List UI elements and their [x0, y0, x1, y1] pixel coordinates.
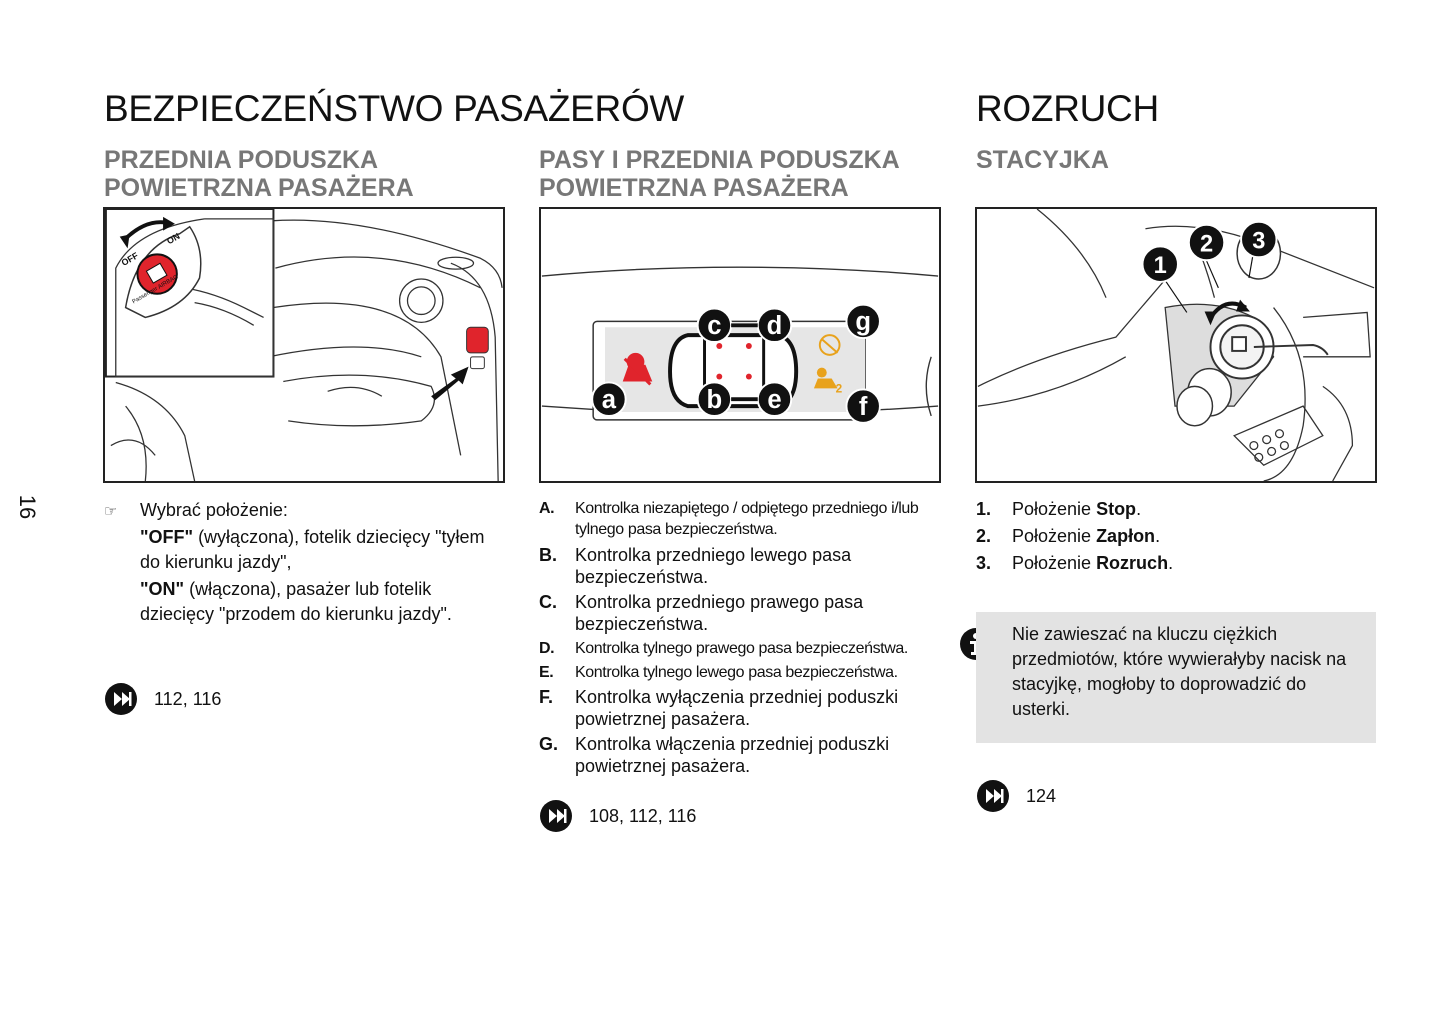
callout-a: a	[602, 386, 617, 414]
steering-column-illustration: 1 2 3	[977, 209, 1375, 481]
callout-b: b	[707, 386, 723, 414]
list-item: A.Kontrolka niezapiętego / odpiętego prz…	[539, 500, 919, 538]
instruction-intro: Wybrać położenie:	[140, 500, 288, 520]
callout-c: c	[707, 312, 721, 340]
dashboard-illustration: OFF ON Passenger AIRBAG	[105, 209, 503, 481]
section-ignition-heading: STACYJKA	[976, 146, 1109, 174]
instruction-off: "OFF" (wyłączona), fotelik dziecięcy "ty…	[140, 527, 485, 572]
section-belts-heading: PASY I PRZEDNIA PODUSZKA POWIETRZNA PASA…	[539, 146, 959, 202]
page-title-safety: BEZPIECZEŃSTWO PASAŻERÓW	[104, 88, 685, 129]
svg-text:2: 2	[836, 381, 843, 395]
section-heading-line: PASY I PRZEDNIA PODUSZKA	[539, 146, 900, 174]
reference-ignition[interactable]: 124	[976, 779, 1056, 813]
callout-1: 1	[1154, 253, 1167, 279]
callout-2: 2	[1200, 231, 1213, 257]
reference-pages: 108, 112, 116	[589, 805, 697, 826]
callout-f: f	[859, 393, 868, 421]
list-item: E.Kontrolka tylnego lewego pasa bezpiecz…	[539, 664, 898, 681]
indicator-legend: A.Kontrolka niezapiętego / odpiętego prz…	[539, 498, 943, 777]
section-heading-line: POWIETRZNA PASAŻERA	[539, 174, 849, 202]
list-item: D.Kontrolka tylnego prawego pasa bezpiec…	[539, 640, 908, 657]
list-item: F.Kontrolka wyłączenia przedniej poduszk…	[539, 687, 899, 729]
list-item: 1.Położenie Stop.	[976, 499, 1142, 519]
indicator-panel-illustration: 2 a b c d e f g	[541, 266, 939, 424]
warning-note: Nie zawieszać na kluczu ciężkich przedmi…	[976, 612, 1376, 743]
reference-airbag[interactable]: 112, 116	[104, 682, 221, 716]
reference-belts[interactable]: 108, 112, 116	[539, 799, 696, 833]
callout-3: 3	[1252, 228, 1265, 254]
forward-reference-icon	[105, 683, 137, 715]
list-item: 2.Położenie Zapłon.	[976, 526, 1161, 546]
list-item: G.Kontrolka włączenia przedniej poduszki…	[539, 734, 890, 776]
figure-passenger-airbag: OFF ON Passenger AIRBAG	[103, 207, 505, 483]
figure-ignition-switch: 1 2 3	[975, 207, 1377, 483]
instruction-on: "ON" (włączona), pasażer lub fotelik dzi…	[140, 579, 452, 624]
callout-e: e	[767, 386, 781, 414]
list-item: C.Kontrolka przedniego prawego pasa bezp…	[539, 592, 864, 634]
list-item: 3.Położenie Rozruch.	[976, 553, 1174, 573]
page-title-starting: ROZRUCH	[976, 88, 1159, 129]
forward-reference-icon	[977, 780, 1009, 812]
callout-d: d	[767, 312, 783, 340]
list-item: B.Kontrolka przedniego lewego pasa bezpi…	[539, 545, 852, 587]
airbag-instructions: ☞ Wybrać położenie: "OFF" (wyłączona), f…	[104, 498, 504, 627]
page-number: 16	[15, 494, 40, 520]
pointing-hand-icon: ☞	[104, 503, 118, 520]
forward-reference-icon	[540, 800, 572, 832]
note-text: Nie zawieszać na kluczu ciężkich przedmi…	[1012, 624, 1347, 719]
reference-pages: 124	[1026, 785, 1057, 806]
callout-g: g	[855, 308, 871, 336]
figure-belt-indicators: 2 a b c d e f g	[539, 207, 941, 483]
ignition-positions: 1.Położenie Stop. 2.Położenie Zapłon. 3.…	[976, 497, 1376, 576]
section-heading-line: POWIETRZNA PASAŻERA	[104, 174, 414, 202]
section-heading-line: PRZEDNIA PODUSZKA	[104, 146, 379, 174]
section-airbag-heading: PRZEDNIA PODUSZKA POWIETRZNA PASAŻERA	[104, 146, 524, 202]
reference-pages: 112, 116	[154, 688, 222, 709]
